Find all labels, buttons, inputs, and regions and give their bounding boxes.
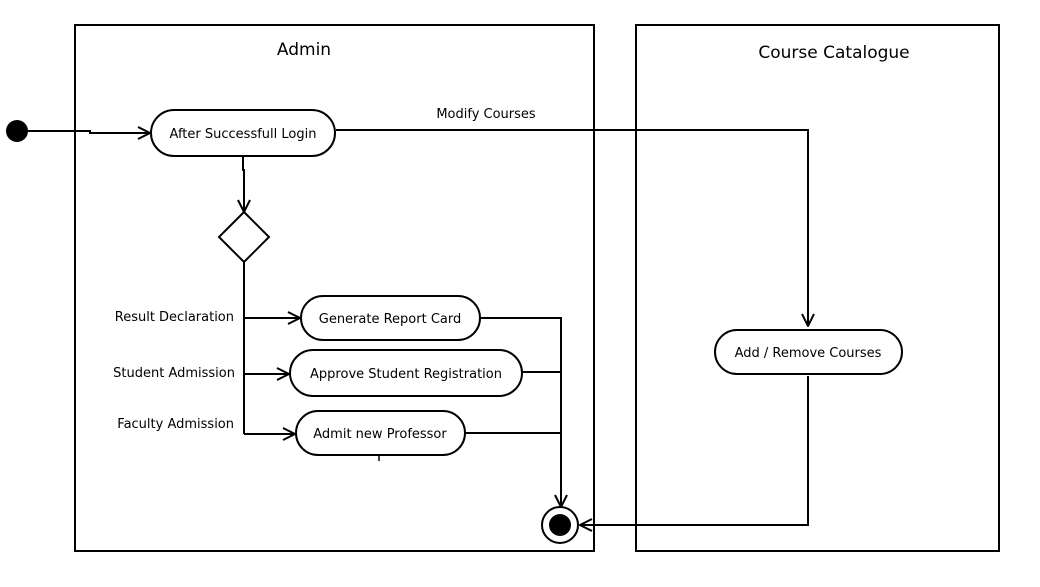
edge-login-to-decision: [243, 156, 244, 212]
course-catalogue-lane: [635, 24, 1000, 552]
edge-start-to-login: [28, 131, 150, 133]
edge-login-to-add-remove: [336, 129, 808, 326]
node-add-remove-courses-label: Add / Remove Courses: [735, 346, 882, 361]
node-generate-report-card-label: Generate Report Card: [319, 312, 462, 327]
initial-node: [6, 120, 28, 142]
node-add-remove-courses: Add / Remove Courses: [714, 329, 903, 375]
node-generate-report-card: Generate Report Card: [300, 295, 481, 341]
edge-report-to-final: [480, 317, 561, 507]
edge-label-modify-courses: Modify Courses: [436, 107, 536, 122]
node-approve-student-registration-label: Approve Student Registration: [310, 367, 502, 382]
admin-lane-title: Admin: [277, 40, 331, 60]
edge-label-faculty-admission: Faculty Admission: [117, 417, 234, 432]
node-approve-student-registration: Approve Student Registration: [289, 349, 523, 397]
edge-label-result-declaration: Result Declaration: [115, 310, 234, 325]
decision-node: [217, 210, 271, 264]
node-admit-new-professor-label: Admit new Professor: [313, 427, 447, 442]
edge-add-remove-to-final: [580, 376, 809, 525]
node-after-successful-login: After Successfull Login: [150, 109, 336, 157]
node-after-successful-login-label: After Successfull Login: [170, 127, 317, 142]
edge-label-student-admission: Student Admission: [113, 366, 235, 381]
node-admit-new-professor: Admit new Professor: [295, 410, 466, 456]
course-catalogue-lane-title: Course Catalogue: [758, 43, 909, 63]
admin-lane: [74, 24, 595, 552]
final-node: [541, 506, 579, 544]
